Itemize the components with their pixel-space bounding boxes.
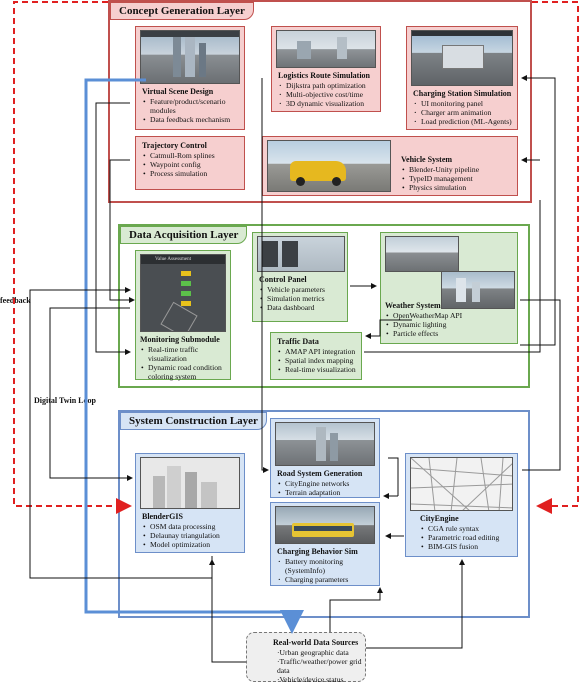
weather-item: Particle effects	[386, 329, 514, 338]
charging-behavior-thumbnail	[275, 506, 375, 544]
logistics-title: Logistics Route Simulation	[278, 71, 371, 80]
sources-title: Real-world Data Sources	[273, 638, 359, 647]
logistics-thumbnail	[276, 30, 376, 68]
charging-behavior-item: Charging parameters	[278, 575, 376, 584]
weather-item: OpenWeatherMap API	[386, 311, 514, 320]
trajectory-title: Trajectory Control	[142, 141, 207, 150]
charging-station-item: Charger arm animation	[414, 108, 514, 117]
logistics-item: Multi-objective cost/time	[279, 90, 377, 99]
weather-title: Weather System	[385, 301, 441, 310]
monitoring-submodule-box: Value Assessment Monitoring Submodule Re…	[135, 250, 231, 381]
charging-station-item: UI monitoring panel	[414, 99, 514, 108]
control-panel-title: Control Panel	[259, 275, 307, 284]
feedback-label: feedback	[0, 296, 31, 305]
logistics-route-box: Logistics Route Simulation Dijkstra path…	[271, 26, 381, 112]
virtual-scene-design-box: Virtual Scene Design Feature/product/sce…	[135, 26, 245, 130]
trajectory-item: Waypoint config	[143, 160, 241, 169]
traffic-item: Spatial index mapping	[278, 356, 358, 365]
control-panel-item: Data dashboard	[260, 303, 344, 312]
control-panel-box: Control Panel Vehicle parameters Simulat…	[252, 232, 348, 322]
cityengine-map-thumbnail	[410, 457, 513, 511]
road-system-item: CityEngine networks	[278, 479, 376, 488]
control-panel-item: Simulation metrics	[260, 294, 344, 303]
monitoring-panel-header: Value Assessment	[141, 255, 225, 264]
cityengine-title: CityEngine	[420, 514, 459, 523]
sources-item: Urban geographic data	[277, 648, 362, 657]
road-system-thumbnail	[275, 422, 375, 466]
cityengine-item: BIM-GIS fusion	[421, 542, 514, 551]
charging-behavior-box: Charging Behavior Sim Battery monitoring…	[270, 502, 380, 586]
concept-layer-title: Concept Generation Layer	[110, 2, 254, 20]
charging-station-title: Charging Station Simulation	[413, 89, 512, 98]
vehicle-system-box: Vehicle System Blender-Unity pipeline Ty…	[262, 136, 518, 196]
road-system-box: Road System Generation CityEngine networ…	[270, 418, 380, 498]
sources-item: Traffic/weather/power grid data	[277, 657, 362, 675]
road-system-title: Road System Generation	[277, 469, 363, 478]
vehicle-thumbnail	[267, 140, 391, 192]
construction-layer-title: System Construction Layer	[120, 412, 267, 430]
trajectory-item: Catmull-Rom splines	[143, 151, 241, 160]
cityengine-item: Parametric road editing	[421, 533, 514, 542]
logistics-item: Dijkstra path optimization	[279, 81, 377, 90]
traffic-item: AMAP API integration	[278, 347, 358, 356]
blendergis-thumbnail	[140, 457, 240, 509]
digital-twin-loop-label: Digital Twin Loop	[34, 396, 96, 405]
virtual-scene-thumbnail	[140, 30, 240, 84]
charging-station-thumbnail	[411, 30, 513, 86]
blendergis-item: Delaunay triangulation	[143, 531, 241, 540]
logistics-item: 3D dynamic visualization	[279, 99, 377, 108]
acquisition-layer-title: Data Acquisition Layer	[120, 226, 248, 244]
trajectory-item: Process simulation	[143, 169, 241, 178]
real-world-sources-box: Real-world Data Sources Urban geographic…	[246, 632, 366, 684]
trajectory-control-box: Trajectory Control Catmull-Rom splines W…	[135, 136, 245, 190]
charging-station-item: Load prediction (ML-Agents)	[414, 117, 514, 126]
weather-system-box: Weather System OpenWeatherMap API Dynami…	[380, 232, 518, 344]
charging-behavior-item: Battery monitoring (SystemInfo)	[278, 557, 376, 575]
cityengine-item: CGA rule syntax	[421, 524, 514, 533]
vehicle-item: Blender-Unity pipeline	[402, 165, 514, 174]
monitoring-title: Monitoring Submodule	[140, 335, 220, 344]
charging-behavior-title: Charging Behavior Sim	[277, 547, 358, 556]
traffic-title: Traffic Data	[277, 337, 319, 346]
monitoring-thumbnail: Value Assessment	[140, 254, 226, 332]
sources-item: Vehicle/device status	[277, 675, 362, 684]
virtual-scene-item: Feature/product/scenario modules	[143, 97, 241, 115]
vehicle-title: Vehicle System	[401, 155, 453, 164]
monitoring-item: Real-time traffic visualization	[141, 345, 228, 363]
virtual-scene-title: Virtual Scene Design	[142, 87, 214, 96]
weather-item: Dynamic lighting	[386, 320, 514, 329]
blendergis-box: BlenderGIS OSM data processing Delaunay …	[135, 453, 245, 553]
charging-station-box: Charging Station Simulation UI monitorin…	[406, 26, 518, 130]
vehicle-item: TypeID management	[402, 174, 514, 183]
cityengine-box: CityEngine CGA rule syntax Parametric ro…	[405, 453, 518, 557]
blendergis-title: BlenderGIS	[142, 512, 183, 521]
monitoring-item: Dynamic road condition coloring system	[141, 363, 228, 381]
traffic-data-box: Traffic Data AMAP API integration Spatia…	[270, 332, 362, 380]
blendergis-item: OSM data processing	[143, 522, 241, 531]
control-panel-item: Vehicle parameters	[260, 285, 344, 294]
virtual-scene-item: Data feedback mechanism	[143, 115, 241, 124]
traffic-item: Real-time visualization	[278, 365, 358, 374]
weather-thumbnail-1	[385, 236, 459, 272]
road-system-item: Terrain adaptation	[278, 488, 376, 497]
blendergis-item: Model optimization	[143, 540, 241, 549]
control-panel-thumbnail	[257, 236, 345, 272]
vehicle-item: Physics simulation	[402, 183, 514, 192]
